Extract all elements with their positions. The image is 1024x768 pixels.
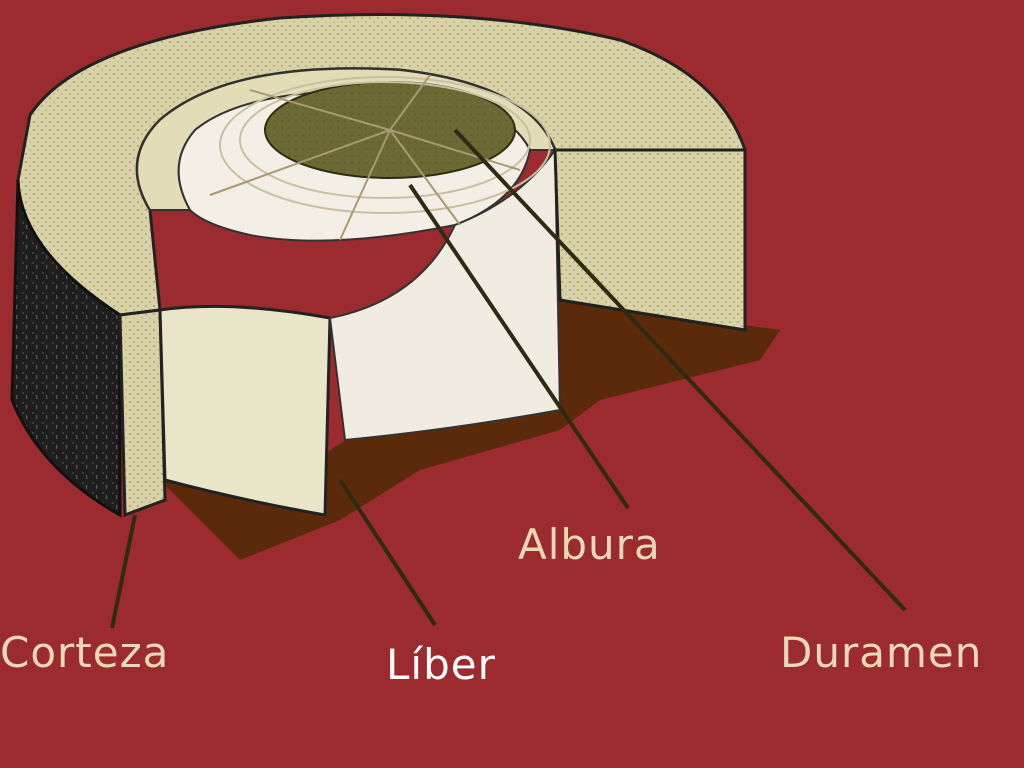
label-albura: Albura: [518, 520, 661, 569]
label-liber: Líber: [386, 640, 496, 689]
leader-lines: [110, 128, 907, 629]
leader-corteza: [110, 514, 137, 629]
leader-albura: [408, 183, 630, 510]
growth-rings: [219, 76, 551, 214]
medullary-rays: [209, 74, 521, 241]
label-duramen: Duramen: [780, 628, 983, 677]
bark-outer-face: [10, 179, 122, 518]
label-corteza: Corteza: [0, 628, 170, 677]
leader-liber: [338, 478, 437, 627]
liber-front-face: [158, 304, 332, 517]
bark-right-chunk: [553, 148, 747, 332]
bark-cut-face: [118, 308, 167, 518]
leader-duramen: [453, 128, 907, 612]
sapwood-front-face: [328, 146, 562, 442]
